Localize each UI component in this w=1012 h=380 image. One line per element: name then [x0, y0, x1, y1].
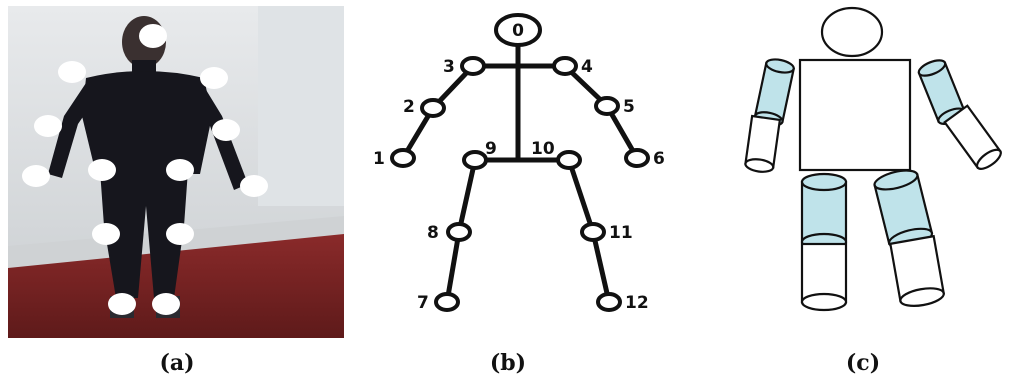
joint-3	[460, 56, 486, 76]
joint-label-11: 11	[609, 223, 633, 243]
joint-label-6: 6	[653, 149, 665, 169]
model-right-shin	[889, 234, 946, 307]
motion-capture-photo	[8, 6, 344, 338]
joint-label-10: 10	[531, 139, 555, 159]
joint-label-7: 7	[417, 293, 429, 313]
model-left-thigh	[800, 172, 848, 252]
caption-b: (b)	[489, 350, 527, 376]
skeleton-joints	[390, 13, 650, 312]
model-left-shin	[800, 242, 848, 312]
joint-10	[556, 150, 582, 170]
joint-label-1: 1	[373, 149, 385, 169]
joint-11	[580, 222, 606, 242]
model-head	[820, 6, 884, 58]
skeleton-diagram: 0 1 2 3 4 5 6 7 8 9 10 11 12	[373, 13, 665, 313]
joint-label-3: 3	[443, 57, 455, 77]
joint-0-head	[494, 13, 542, 47]
mocap-markers	[22, 24, 268, 315]
model-torso	[798, 58, 912, 172]
model-right-forearm	[943, 104, 1002, 170]
joint-9	[462, 150, 488, 170]
joint-label-2: 2	[403, 97, 415, 117]
joint-label-8: 8	[427, 223, 439, 243]
joint-4	[552, 56, 578, 76]
caption-a: (a)	[159, 350, 195, 376]
caption-c: (c)	[845, 350, 881, 376]
joint-2	[420, 98, 446, 118]
photo-wall-panel	[258, 6, 344, 206]
joint-6	[624, 148, 650, 168]
joint-label-12: 12	[625, 293, 649, 313]
joint-labels: 0 1 2 3 4 5 6 7 8 9 10 11 12	[373, 21, 665, 313]
cylinder-body-model	[744, 6, 1002, 312]
joint-7	[434, 292, 460, 312]
joint-label-9: 9	[485, 139, 497, 159]
joint-1	[390, 148, 416, 168]
joint-label-0: 0	[512, 21, 524, 41]
model-left-forearm	[744, 114, 782, 173]
joint-8	[446, 222, 472, 242]
skeleton-bones	[400, 41, 640, 305]
joint-label-4: 4	[581, 57, 593, 77]
joint-12	[596, 292, 622, 312]
photo-carpet	[8, 234, 344, 338]
joint-5	[594, 96, 620, 116]
joint-label-5: 5	[623, 97, 635, 117]
